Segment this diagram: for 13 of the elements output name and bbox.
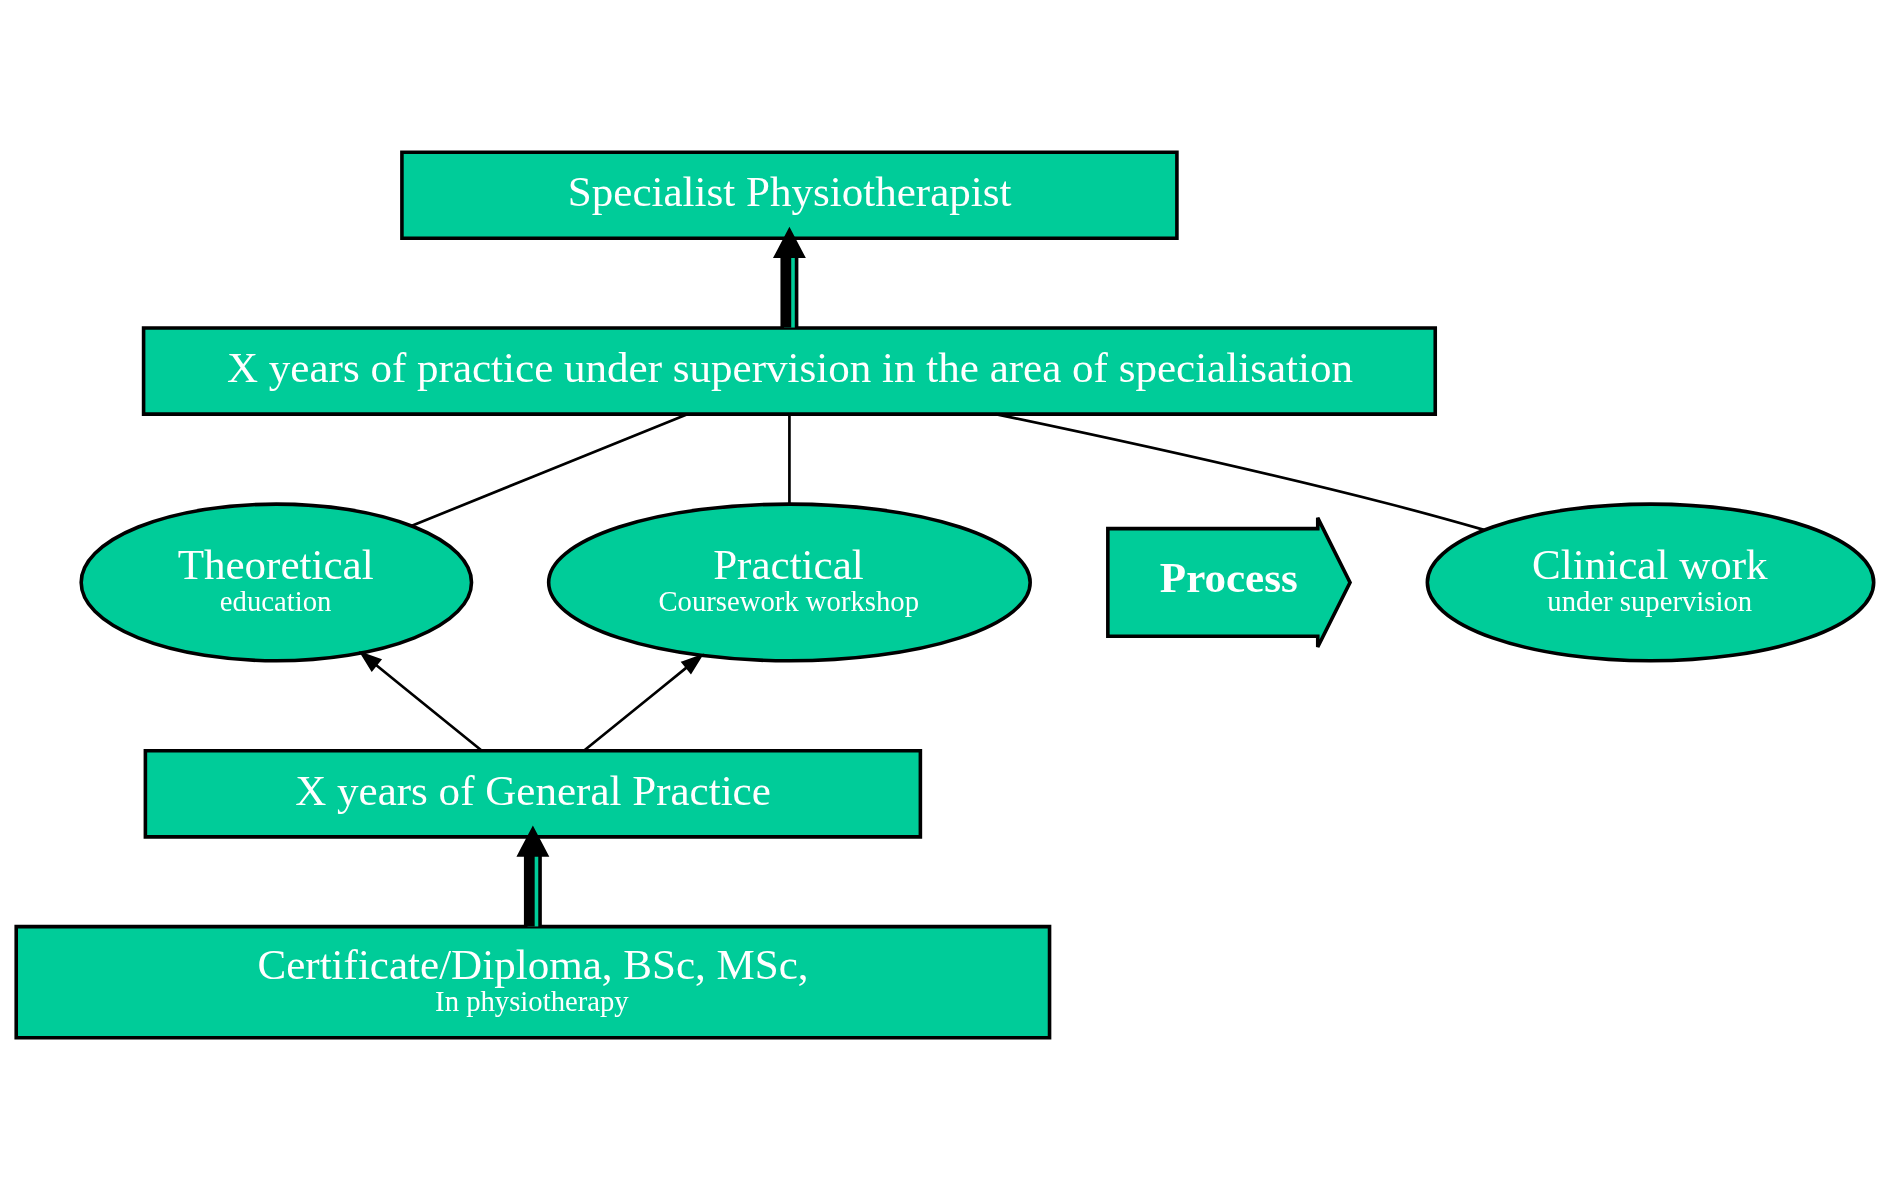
node-ellipse: Theoretical education	[79, 501, 474, 663]
arrow	[516, 824, 550, 926]
node-box: X years of General Practice	[143, 748, 923, 839]
connector	[788, 413, 791, 503]
node-box: X years of practice under supervision in the area of specialisation	[141, 325, 1438, 416]
arrow	[358, 650, 483, 752]
label: Process	[1159, 553, 1298, 601]
node-ellipse: Practical Coursework workshop	[546, 501, 1032, 663]
node-box: Certificate/Diploma, BSc, MSc, In physiotherapy	[14, 924, 1052, 1040]
arrow	[583, 652, 704, 752]
node-ellipse: Clinical work under supervision	[1425, 501, 1876, 663]
arrow	[772, 226, 806, 328]
node-box: Specialist Physiotherapist	[400, 149, 1179, 240]
